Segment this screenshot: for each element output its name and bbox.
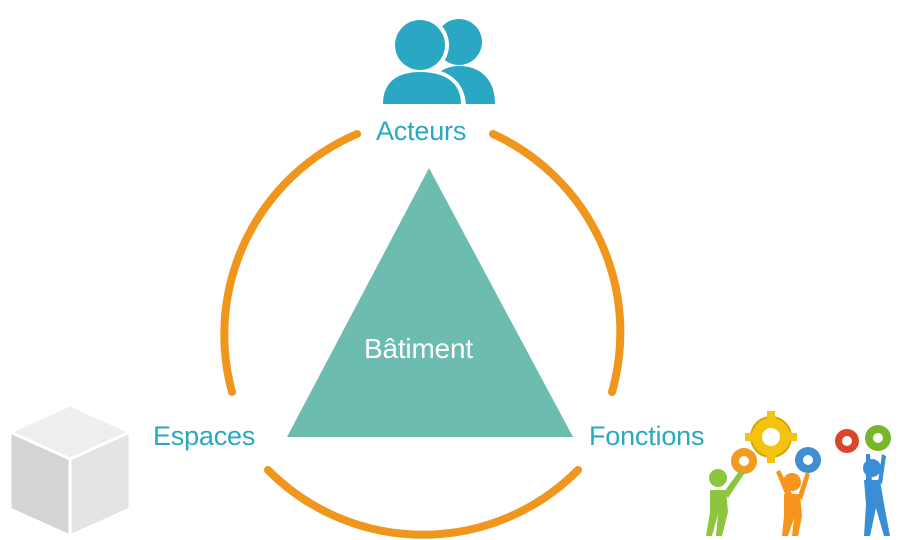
ring-arc-top-left	[220, 130, 361, 396]
acteurs-label: Acteurs	[376, 116, 467, 146]
gears-team-icon	[706, 411, 891, 536]
batiment-triangle	[287, 168, 573, 437]
fonctions-label: Fonctions	[589, 421, 705, 451]
cube-icon	[8, 403, 132, 538]
espaces-label: Espaces	[153, 421, 256, 451]
orange-ring	[220, 130, 625, 539]
figure-blue	[863, 454, 890, 536]
gear-blue	[795, 447, 821, 473]
gear-green	[865, 425, 891, 451]
ring-arc-top-right	[489, 130, 625, 396]
batiment-label: Bâtiment	[364, 333, 473, 364]
figure-orange	[776, 470, 810, 536]
gear-orange	[731, 448, 757, 474]
people-icon	[378, 16, 495, 108]
figure-green	[706, 469, 744, 536]
ring-arc-bottom	[264, 466, 582, 539]
gear-red	[835, 429, 859, 453]
gear-yellow	[745, 411, 797, 463]
